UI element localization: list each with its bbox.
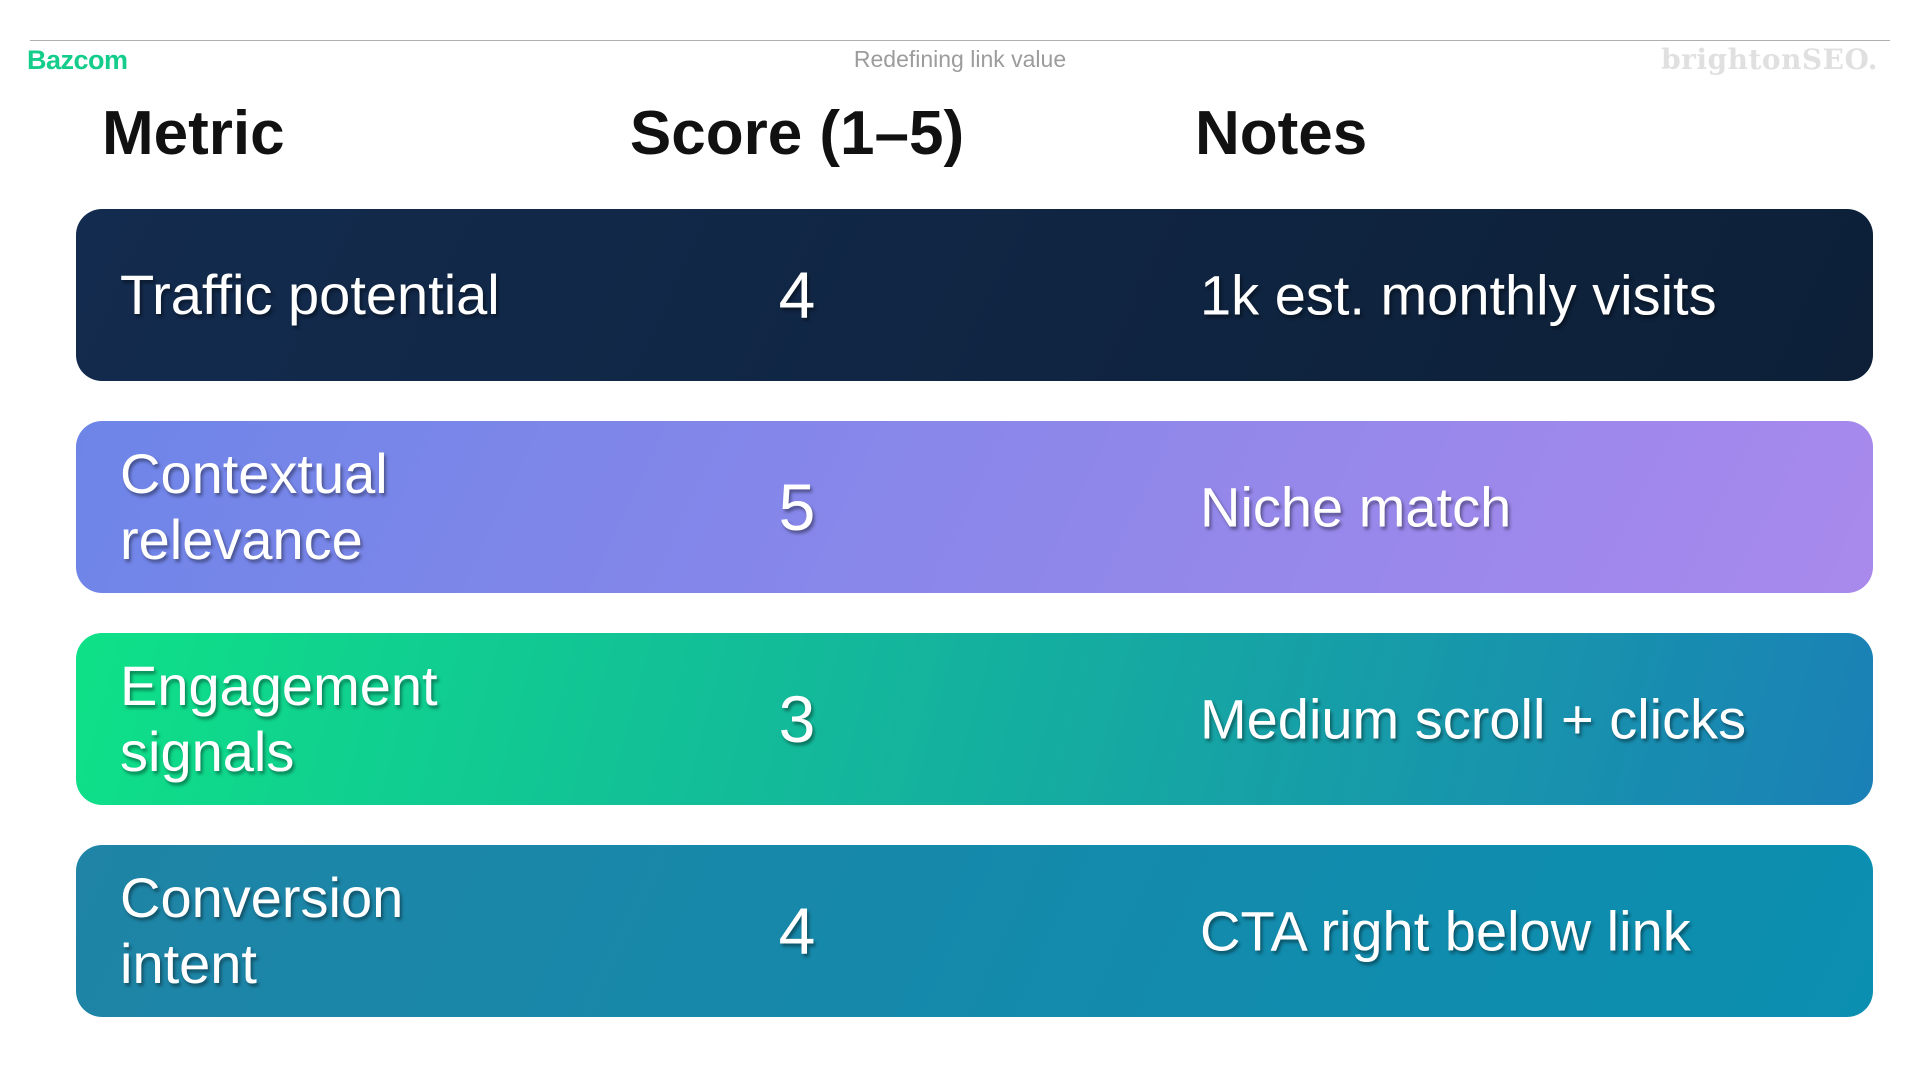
- table-header-row: Metric Score (1–5) Notes: [76, 98, 1873, 178]
- column-header-metric: Metric: [102, 99, 285, 168]
- table-body: Traffic potential 4 1k est. monthly visi…: [76, 209, 1873, 1057]
- table-row-engagement-signals: Engagement signals 3 Medium scroll + cli…: [76, 633, 1873, 805]
- bazoom-logo: Bazcom: [27, 45, 128, 75]
- deck-title: Redefining link value: [853, 46, 1067, 72]
- metric-label: Traffic potential: [120, 262, 500, 326]
- header-divider: [30, 40, 1890, 41]
- brightonseo-logo: brightonSEO.: [1661, 43, 1878, 76]
- notes-text: Medium scroll + clicks: [1200, 687, 1747, 751]
- table-row-conversion-intent: Conversion intent 4 CTA right below link: [76, 845, 1873, 1017]
- notes-text: Niche match: [1200, 475, 1512, 539]
- score-value: 3: [778, 682, 816, 756]
- score-value: 4: [778, 258, 816, 332]
- score-value: 4: [778, 894, 816, 968]
- column-header-score: Score (1–5): [629, 99, 965, 168]
- metric-label: Engagement signals: [120, 653, 438, 783]
- table-row-contextual-relevance: Contextual relevance 5 Niche match: [76, 421, 1873, 593]
- metric-label: Conversion intent: [120, 865, 404, 995]
- notes-text: CTA right below link: [1200, 899, 1691, 963]
- notes-text: 1k est. monthly visits: [1200, 263, 1717, 327]
- score-value: 5: [778, 470, 816, 544]
- table-row-traffic-potential: Traffic potential 4 1k est. monthly visi…: [76, 209, 1873, 381]
- column-header-notes: Notes: [1195, 99, 1368, 168]
- metric-label: Contextual relevance: [120, 441, 388, 571]
